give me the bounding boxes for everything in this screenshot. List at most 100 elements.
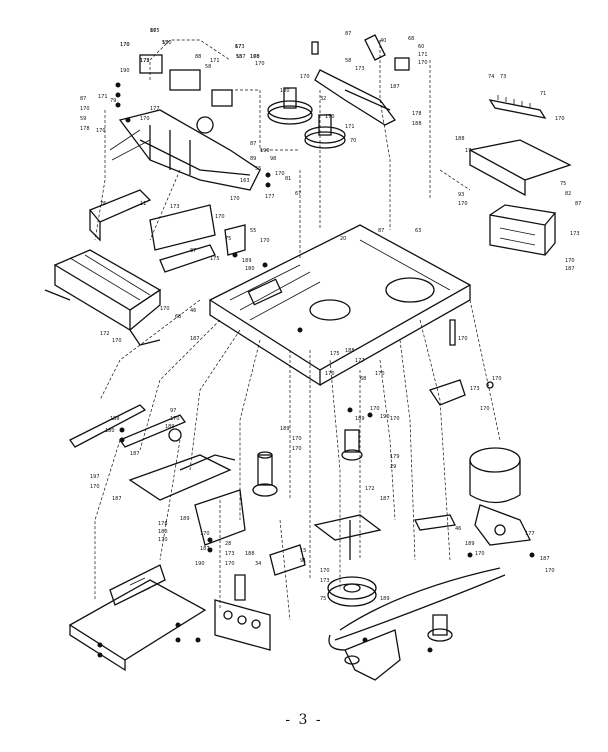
callout-number: 46 <box>190 308 196 314</box>
callout-number: 170 <box>292 446 302 452</box>
callout-number: 87 <box>575 201 581 207</box>
callout-number: 189 <box>465 541 475 547</box>
callout-number: 175 <box>140 58 150 64</box>
lower-pcb <box>68 564 207 672</box>
callout-number: 93 <box>458 192 464 198</box>
callout-number: 190 <box>120 68 130 74</box>
callout-number: 189 <box>165 424 175 430</box>
callout-number: 187 <box>236 54 246 60</box>
callout-number: 170 <box>418 60 428 66</box>
callout-number: 173 <box>570 231 580 237</box>
callout-number: 188 <box>412 121 422 127</box>
callout-number: 170 <box>255 61 265 67</box>
callout-number: 63 <box>415 228 421 234</box>
callout-number: 87 <box>80 96 86 102</box>
cassette-holder <box>44 249 162 346</box>
pcb-bracket <box>468 139 572 197</box>
callout-number: 189 <box>380 596 390 602</box>
callout-number: 170 <box>112 338 122 344</box>
callout-number: 187 <box>380 496 390 502</box>
callout-number: 189 <box>180 516 190 522</box>
callout-number: 175 <box>210 256 220 262</box>
callout-number: 168 <box>250 54 260 60</box>
callout-number: 170 <box>292 436 302 442</box>
callout-number: 190 <box>380 414 390 420</box>
callout-number: 177 <box>265 194 275 200</box>
callout-number: 180 <box>280 88 290 94</box>
capstan-flywheel <box>194 429 363 546</box>
callout-number: 187 <box>565 266 575 272</box>
callout-number: 170 <box>90 484 100 490</box>
callout-number: 173 <box>320 578 330 584</box>
callout-number: 189 <box>355 416 365 422</box>
callout-number: 171 <box>98 94 108 100</box>
callout-number: 170 <box>300 74 310 80</box>
callout-number: 87 <box>150 28 156 34</box>
callout-number: 180 <box>158 529 168 535</box>
callout-number: 15 <box>300 548 306 554</box>
callout-number: 34 <box>255 561 261 567</box>
callout-number: 170 <box>200 531 210 537</box>
callout-number: 173 <box>355 66 365 72</box>
callout-number: 170 <box>170 416 180 422</box>
callout-number: 170 <box>215 214 225 220</box>
callout-number: 187 <box>390 84 400 90</box>
callout-number: 173 <box>170 204 180 210</box>
callout-number: 178 <box>80 126 90 132</box>
callout-number: 87 <box>250 141 256 147</box>
callout-number: 170 <box>325 114 335 120</box>
callout-number: 189 <box>242 258 252 264</box>
callout-number: 175 <box>330 351 340 357</box>
callout-number: 170 <box>140 116 150 122</box>
callout-number: 58 <box>205 64 211 70</box>
jack-panel <box>214 599 271 651</box>
callout-number: 32 <box>320 96 326 102</box>
callout-number: 178 <box>158 521 168 527</box>
callout-number: 177 <box>150 106 160 112</box>
callout-number: 29 <box>390 464 396 470</box>
reel-pulleys <box>267 87 346 149</box>
screws <box>97 82 535 658</box>
callout-number: 170 <box>320 568 330 574</box>
callout-number: 170 <box>325 371 335 377</box>
callout-number: 188 <box>345 348 355 354</box>
flywheel-belt <box>327 567 506 681</box>
callout-number: 170 <box>162 40 172 46</box>
callout-number: 170 <box>480 406 490 412</box>
callout-number: 190 <box>195 561 205 567</box>
callout-number: 79 <box>110 98 116 104</box>
callout-number: 88 <box>195 54 201 60</box>
callout-number: 170 <box>160 306 170 312</box>
callout-number: 179 <box>390 454 400 460</box>
callout-number: 81 <box>285 176 291 182</box>
callout-number: 178 <box>412 111 422 117</box>
callout-number: 187 <box>112 496 122 502</box>
callout-number: 171 <box>210 58 220 64</box>
callout-number: 170 <box>120 42 130 48</box>
callout-number: 97 <box>170 408 176 414</box>
callout-number: 170 <box>475 551 485 557</box>
callout-number: 170 <box>260 238 270 244</box>
callout-number: 172 <box>100 331 110 337</box>
callout-number: 67 <box>295 191 301 197</box>
callout-number: 46 <box>455 526 461 532</box>
callout-number: 89 <box>250 156 256 162</box>
callout-number: 60 <box>418 44 424 50</box>
callout-number: 55 <box>255 166 261 172</box>
callout-number: 188 <box>455 136 465 142</box>
callout-number: 180 <box>105 428 115 434</box>
callout-number: 40 <box>380 38 386 44</box>
callout-number: 170 <box>375 371 385 377</box>
callout-number: 75 <box>225 236 231 242</box>
callout-number: 170 <box>275 171 285 177</box>
callout-number: 163 <box>240 178 250 184</box>
callout-number: 172 <box>140 58 150 64</box>
callout-number: 70 <box>350 138 356 144</box>
leader-lines <box>94 39 501 621</box>
callout-number: 171 <box>345 124 355 130</box>
callout-number: 170 <box>458 201 468 207</box>
callout-number: 170 <box>250 54 260 60</box>
callout-number: 188 <box>110 416 120 422</box>
callout-number: 71 <box>540 91 546 97</box>
